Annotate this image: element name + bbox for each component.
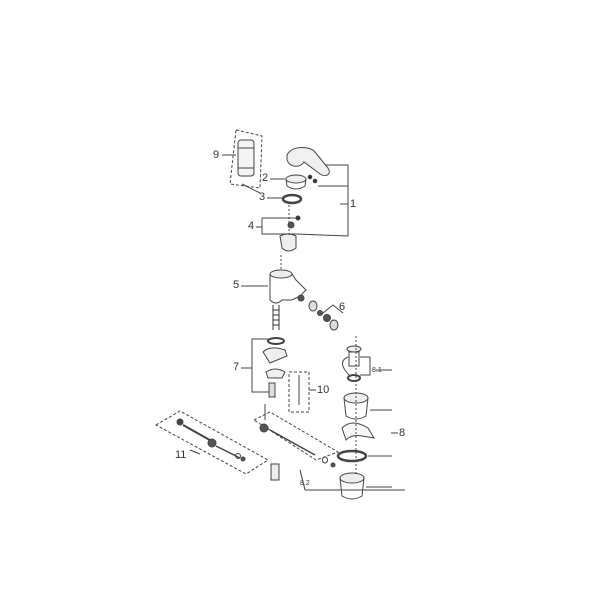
part-2-cap <box>270 174 307 190</box>
part-11-lift-rod <box>154 410 269 475</box>
label-1: 1 <box>350 198 357 210</box>
label-8: 8 <box>399 427 406 439</box>
label-9: 9 <box>213 149 220 161</box>
part-10-rod-set <box>288 371 316 413</box>
part-7-fixing-set <box>241 337 288 398</box>
part-1-lever-handle <box>286 147 349 237</box>
part-8-pop-up-waste <box>336 336 398 500</box>
label-2: 2 <box>262 172 269 184</box>
label-6: 6 <box>339 301 346 313</box>
part-5-tap-body <box>241 255 307 330</box>
label-10: 10 <box>317 384 330 396</box>
label-4: 4 <box>248 220 255 232</box>
label-3: 3 <box>259 191 266 203</box>
label-7: 7 <box>233 361 240 373</box>
part-8-2-pivot-rod <box>252 404 405 491</box>
label-8-2: 8.2 <box>300 480 310 487</box>
part-9-cartridge <box>222 129 263 194</box>
label-5: 5 <box>233 279 240 291</box>
label-8-1: 8.1 <box>372 367 382 374</box>
part-4-sleeve <box>256 205 301 252</box>
label-11: 11 <box>175 449 187 461</box>
part-6-aerator <box>297 294 344 331</box>
part-3-ring <box>267 193 303 205</box>
